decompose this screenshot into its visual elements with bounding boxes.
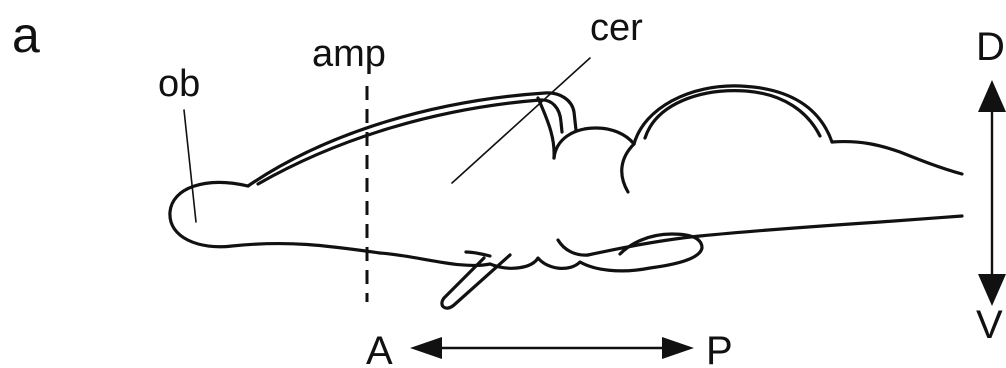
label-cer: cer [590,7,643,49]
tectum-lower-curve [622,144,634,192]
stalk-upper-edge [466,252,490,256]
label-ob: ob [158,63,200,105]
label-ventral: V [976,303,1003,347]
dorsal-outer-contour [170,182,490,265]
cer-pointer-line [452,58,590,183]
brain-outline [170,86,962,308]
optic-tectum-contour [554,128,634,158]
cerebrum-inner-arc [258,100,562,184]
hypothalamus-bump [558,240,588,255]
anterior-arrowhead [410,337,442,359]
label-anterior: A [366,329,393,368]
label-posterior: P [706,329,733,368]
ob-pointer-line [184,110,196,222]
cerebrum-outer-arc [248,93,576,186]
panel-letter: a [12,7,40,63]
dorsal-arrowhead [978,80,1006,112]
ventral-contour [588,216,962,255]
ventral-arrowhead [978,274,1006,306]
posterior-arrowhead [662,337,694,359]
hindbrain-dorsal-contour [832,142,962,174]
label-dorsal: D [976,25,1005,69]
anterior-posterior-axis: A P [366,329,733,368]
label-amp: amp [312,33,386,75]
cerebrum-posterior-edge [538,98,554,158]
dorsal-ventral-axis: D V [976,25,1006,347]
